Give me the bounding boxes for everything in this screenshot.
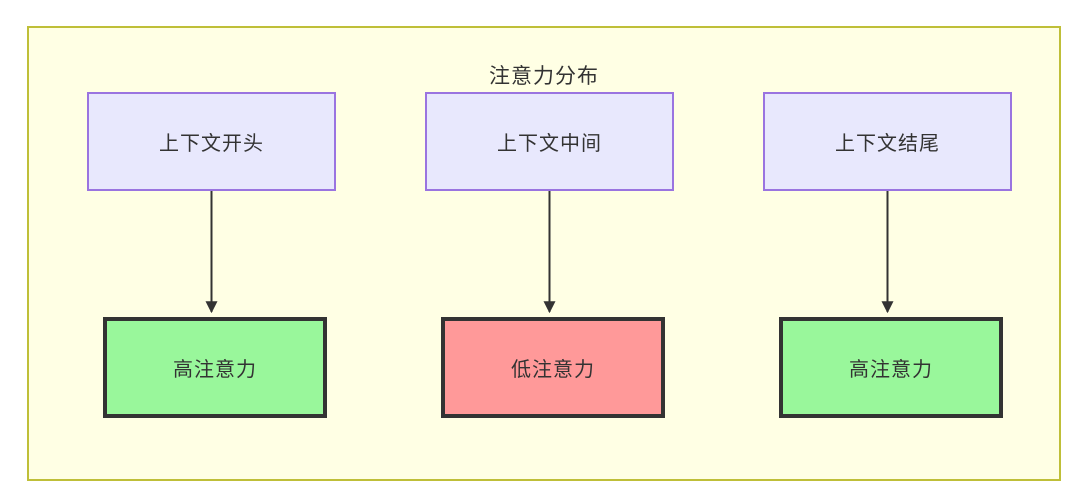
node-attention-high-1[interactable]: 高注意力 bbox=[103, 317, 327, 418]
node-attention-high-2[interactable]: 高注意力 bbox=[779, 317, 1003, 418]
node-attention-low[interactable]: 低注意力 bbox=[441, 317, 665, 418]
node-context-end[interactable]: 上下文结尾 bbox=[763, 92, 1012, 191]
node-context-middle[interactable]: 上下文中间 bbox=[425, 92, 674, 191]
diagram-title: 注意力分布 bbox=[489, 65, 599, 88]
node-context-start[interactable]: 上下文开头 bbox=[87, 92, 336, 191]
